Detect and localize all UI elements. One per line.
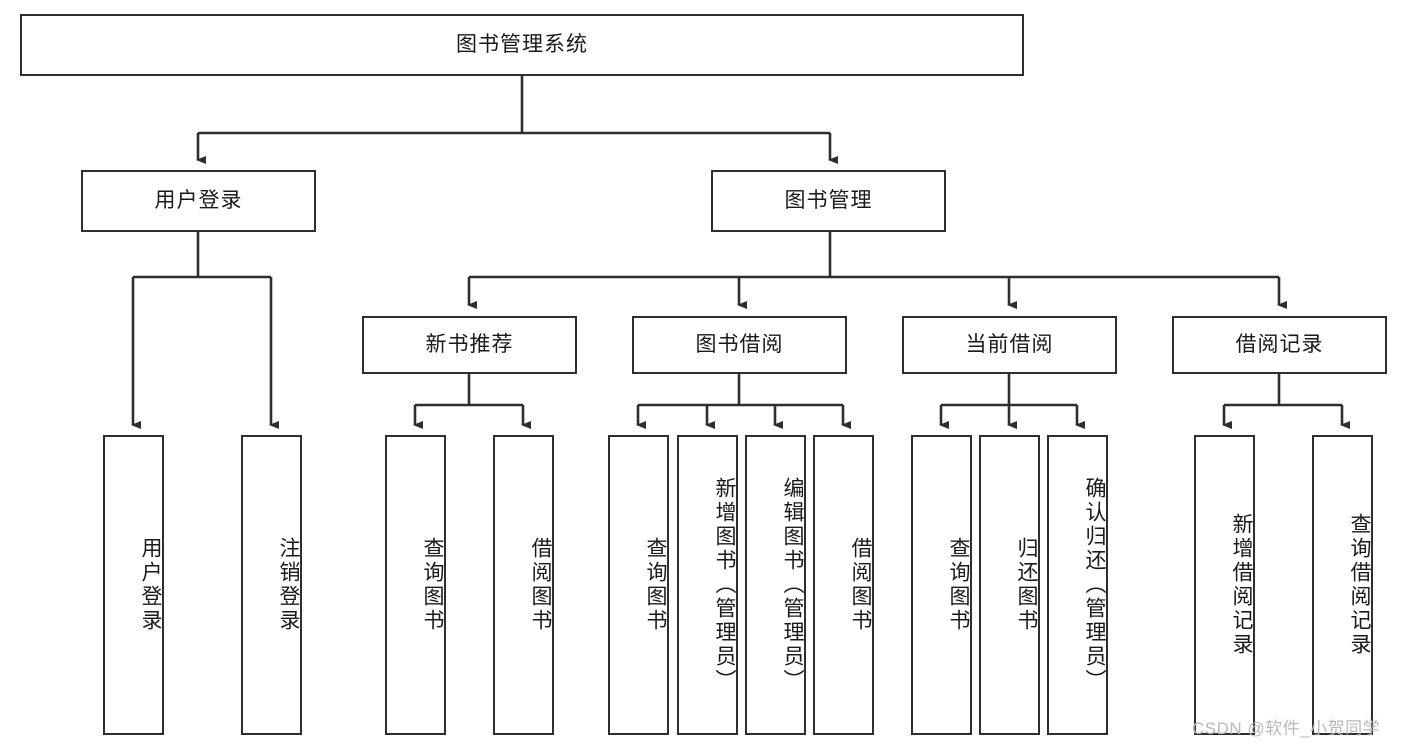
node-current-borrow[interactable]: 当前借阅 <box>902 316 1117 374</box>
leaf-add-book-admin[interactable]: 新增图书（管理员） <box>677 435 738 735</box>
node-root[interactable]: 图书管理系统 <box>20 14 1024 76</box>
leaf-user-login[interactable]: 用户登录 <box>103 435 164 735</box>
node-user-login[interactable]: 用户登录 <box>81 170 316 232</box>
leaf-query-book-recommend[interactable]: 查询图书 <box>385 435 446 735</box>
leaf-add-borrow-record[interactable]: 新增借阅记录 <box>1194 435 1255 735</box>
leaf-borrow-book-borrow[interactable]: 借阅图书 <box>813 435 874 735</box>
csdn-watermark: CSDN @软件_小贺同学 <box>1192 719 1381 738</box>
node-book-borrow[interactable]: 图书借阅 <box>632 316 847 374</box>
node-book-manage[interactable]: 图书管理 <box>711 170 946 232</box>
node-new-book-recommend[interactable]: 新书推荐 <box>362 316 577 374</box>
leaf-query-book-current[interactable]: 查询图书 <box>911 435 972 735</box>
leaf-borrow-book-recommend[interactable]: 借阅图书 <box>493 435 554 735</box>
leaf-user-logout[interactable]: 注销登录 <box>241 435 302 735</box>
leaf-edit-book-admin[interactable]: 编辑图书（管理员） <box>745 435 806 735</box>
node-borrow-record[interactable]: 借阅记录 <box>1172 316 1387 374</box>
leaf-confirm-return-admin[interactable]: 确认归还（管理员） <box>1047 435 1108 735</box>
leaf-query-borrow-record[interactable]: 查询借阅记录 <box>1312 435 1373 735</box>
leaf-return-book[interactable]: 归还图书 <box>979 435 1040 735</box>
leaf-query-book-borrow[interactable]: 查询图书 <box>608 435 669 735</box>
